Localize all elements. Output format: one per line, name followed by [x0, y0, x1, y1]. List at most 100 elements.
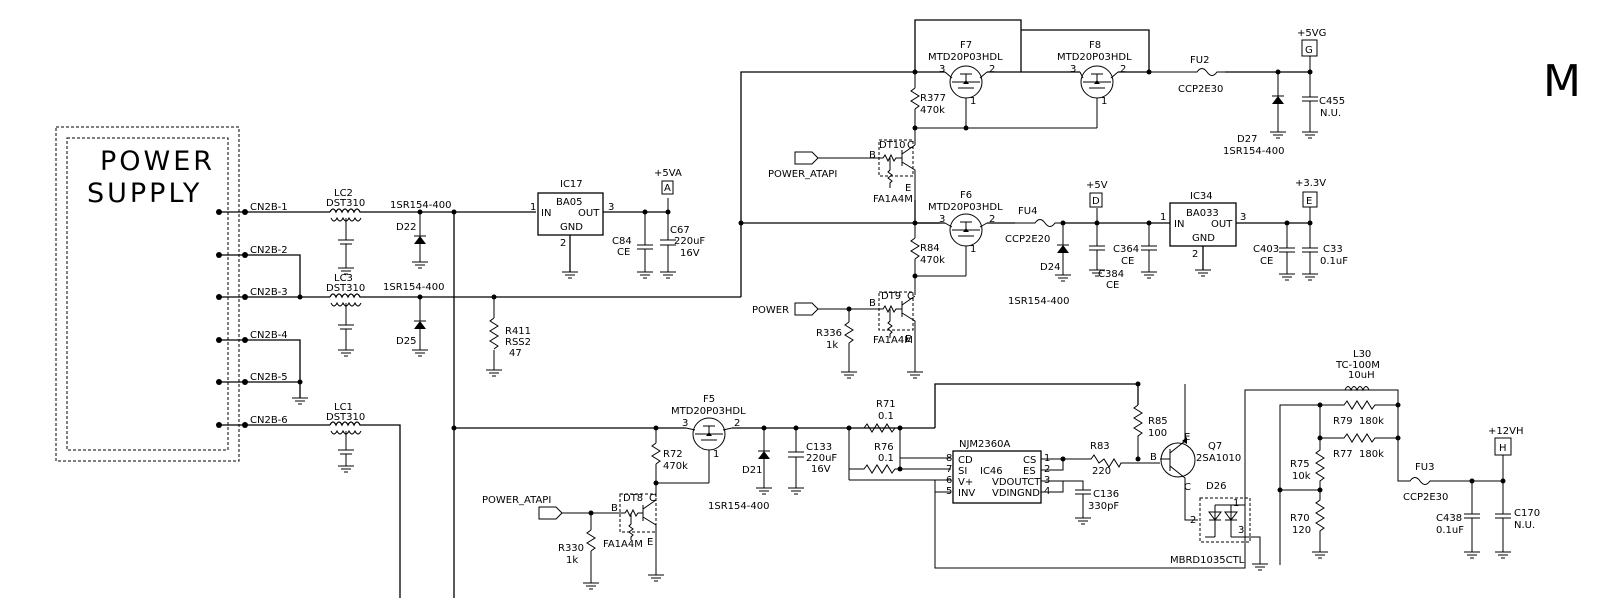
f8-ref: F8	[1089, 40, 1101, 51]
rail-5vg-name: +5VG	[1297, 28, 1326, 39]
ic46-pin-right-4: VDINGND	[992, 488, 1040, 499]
r377-val: 470k	[920, 105, 945, 116]
r79-ref: R79	[1333, 416, 1353, 427]
f6-part: MTD20P03HDL	[928, 202, 1003, 213]
dt8-ref: DT8	[623, 493, 643, 504]
lc3-ref: LC3	[334, 273, 353, 284]
power-supply-label-1: POWER	[100, 146, 215, 177]
ic17-ref: IC17	[560, 179, 583, 190]
power-supply-label-2: SUPPLY	[87, 178, 202, 209]
regulator-ic17: IC17 BA05 IN OUT GND 1 3 2 C84 CE C67 22…	[530, 168, 705, 279]
ic46-pin-left-3: V+	[958, 477, 973, 488]
c136-ref: C136	[1093, 489, 1119, 500]
coil-lc1: LC1 DST310	[326, 402, 370, 473]
c170-val: N.U.	[1514, 520, 1535, 531]
c133-ref: C133	[806, 442, 832, 453]
r75-val: 10k	[1292, 471, 1311, 482]
connector-cn2b: CN2B-1 CN2B-2 CN2B-3 CN2B-4 CN2B-5 CN2B-…	[216, 202, 330, 428]
ic46-ref: IC46	[980, 466, 1003, 477]
ic46-pin-right-2: ES	[1023, 466, 1036, 477]
c438-val: 0.1uF	[1436, 525, 1464, 536]
rail-5va-letter: A	[664, 183, 671, 194]
lc2-ref: LC2	[334, 188, 353, 199]
dt9-e: E	[905, 334, 911, 345]
net-5va-input: 1SR154-400 D22	[370, 200, 536, 269]
mosfet-f6: F6 MTD20P03HDL 3 2 1	[912, 190, 1015, 277]
ic46-pin-num-7: 7	[946, 464, 952, 475]
ic34-in: IN	[1174, 219, 1184, 230]
ic46-pin-right-1: CS	[1023, 455, 1036, 466]
d25-ref: D25	[396, 336, 416, 347]
ic17-pin2: 2	[560, 238, 566, 249]
f5-pin1: 1	[713, 449, 719, 460]
ic17-pin1: 1	[530, 202, 536, 213]
d26-pin3: 3	[1238, 525, 1244, 536]
f5-ref: F5	[703, 394, 715, 405]
pin-cn2b-4: CN2B-4	[250, 330, 288, 341]
lc3-val: DST310	[326, 283, 365, 294]
ic46-pin-num-6: 6	[946, 475, 952, 486]
fuse-fu3-section: FU3 CCP2E30 C438 0.1uF C170 N.U. H +12VH	[1397, 426, 1540, 559]
c384-val: CE	[1106, 280, 1119, 291]
r411-ref: R411	[505, 326, 531, 337]
r336-val: 1k	[826, 340, 838, 351]
driver-dt10-group: R377 470k DT10 C B E FA1A4M POWER_ATAPI	[768, 72, 946, 223]
q7-ref: Q7	[1208, 441, 1222, 452]
c33-ref: C33	[1323, 244, 1343, 255]
r77-val: 180k	[1359, 449, 1384, 460]
f7-ref: F7	[960, 40, 972, 51]
f5-pin3: 3	[682, 418, 688, 429]
c136-val: 330pF	[1088, 501, 1119, 512]
f7-pin3: 3	[939, 64, 945, 75]
dt8-input-signal: POWER_ATAPI	[482, 495, 551, 506]
c364-ref: C364	[1113, 244, 1139, 255]
rail-5v-letter: D	[1092, 196, 1100, 207]
mosfet-f5: F5 MTD20P03HDL 3 2 1	[454, 394, 935, 484]
driver-dt9-group: R84 470k DT9 C B E FA1A4M POWER R336 1k	[752, 223, 945, 379]
l30-val: 10uH	[1348, 370, 1375, 381]
ic17-in: IN	[541, 208, 551, 219]
c438-ref: C438	[1436, 513, 1462, 524]
ic34-pin2: 2	[1192, 249, 1198, 260]
rail-33v-name: +3.3V	[1295, 178, 1326, 189]
f6-pin2: 2	[989, 214, 995, 225]
d21-ref: D21	[742, 465, 762, 476]
d26-ref: D26	[1206, 481, 1226, 492]
f7-pin2: 2	[989, 64, 995, 75]
c67-ref: C67	[670, 225, 690, 236]
dt9-ref: DT9	[881, 291, 901, 302]
fu2-part: CCP2E30	[1178, 84, 1223, 95]
c170-ref: C170	[1514, 508, 1540, 519]
dt10-b: B	[869, 150, 876, 161]
f7-pin1: 1	[970, 96, 976, 107]
c455-val: N.U.	[1320, 108, 1341, 119]
dt10-ref: DT10	[879, 140, 906, 151]
r77-ref: R77	[1333, 449, 1353, 460]
r70-ref: R70	[1290, 513, 1310, 524]
c403-ref: C403	[1253, 244, 1279, 255]
ic46-pin-left-4: INV	[958, 488, 975, 499]
dt9-input-signal: POWER	[752, 305, 789, 316]
r411-val2: 47	[509, 348, 522, 359]
r83-ref: R83	[1090, 441, 1110, 452]
coil-lc2: LC2 DST310	[326, 188, 370, 275]
fu4-part: CCP2E20	[1005, 234, 1050, 245]
dt8-b: B	[611, 503, 618, 514]
diode-d26: D26 1 2 3 MBRD1035CTL	[1170, 481, 1268, 571]
d21-part: 1SR154-400	[708, 501, 769, 512]
q7-e: E	[1184, 432, 1190, 443]
pin-cn2b-6: CN2B-6	[250, 415, 288, 426]
ic34-out: OUT	[1211, 219, 1233, 230]
c384-ref: C384	[1098, 269, 1124, 280]
ic34-pin3: 3	[1240, 212, 1246, 223]
r84-val: 470k	[920, 255, 945, 266]
inductor-l30-section: L30 TC-100M 10uH R79 180k R77 180k R75 1…	[1245, 349, 1401, 565]
lc1-val: DST310	[326, 412, 365, 423]
pin-cn2b-3: CN2B-3	[250, 287, 288, 298]
l30-part: TC-100M	[1335, 360, 1380, 371]
c67-volt: 16V	[680, 248, 700, 259]
c133-volt: 16V	[811, 464, 831, 475]
d27-part: 1SR154-400	[1223, 146, 1284, 157]
dt9-c: C	[907, 291, 914, 302]
d21-c133-group: D21 1SR154-400 C133 220uF 16V	[708, 425, 837, 512]
